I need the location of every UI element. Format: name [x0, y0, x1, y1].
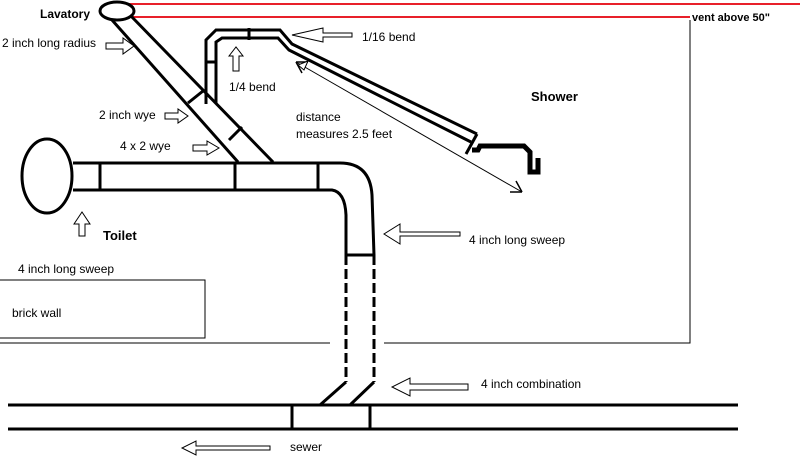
lavatory-drain-pipe-outer-2 [128, 13, 275, 164]
distance-measure-line [295, 61, 523, 193]
arrow-four-by-two-wye [192, 140, 220, 156]
arrow-distance [297, 60, 309, 71]
shower-trap [472, 143, 541, 175]
distance-label-line1: distance [296, 110, 341, 124]
arrow-toilet [73, 211, 91, 237]
quarter-bend-label: 1/4 bend [229, 80, 276, 94]
toilet-label: Toilet [103, 228, 137, 243]
lower-wye-joint [227, 125, 244, 142]
arrow-four-inch-combination [390, 377, 469, 397]
two-inch-wye-label: 2 inch wye [99, 108, 156, 122]
brick-wall-label: brick wall [12, 306, 62, 320]
wall-outline [384, 20, 691, 344]
vent-label: vent above 50" [692, 12, 770, 24]
four-by-two-wye-label: 4 x 2 wye [120, 139, 171, 153]
arrow-quarter-bend [227, 46, 245, 72]
distance-arrow-end [510, 180, 523, 193]
shower-arm-top [249, 28, 478, 136]
toilet-fixture [20, 137, 74, 215]
four-inch-long-sweep-right-label: 4 inch long sweep [469, 233, 566, 247]
arrow-sixteenth-bend [291, 27, 353, 43]
four-inch-combination-label: 4 inch combination [481, 377, 582, 391]
vent-riser-right [214, 36, 249, 104]
shower-arm-joint [464, 133, 479, 155]
long-sweep-outer [318, 161, 376, 256]
shower-label: Shower [531, 89, 578, 104]
long-sweep-inner [318, 188, 348, 255]
arrow-four-inch-long-sweep [383, 223, 461, 245]
two-inch-long-radius-label: 2 inch long radius [2, 36, 97, 50]
brick-wall-box [0, 279, 206, 339]
arrow-two-inch-wye [164, 108, 189, 124]
lavatory-label: Lavatory [40, 7, 91, 21]
combination-fitting [319, 380, 376, 407]
lavatory-fixture [98, 0, 136, 22]
arrow-two-inch-long-radius [105, 37, 135, 55]
sixteenth-bend-label: 1/16 bend [362, 30, 416, 44]
two-inch-wye-joint [187, 89, 204, 105]
lavatory-drain-pipe-outer-1 [110, 19, 240, 163]
distance-label-line2: measures 2.5 feet [296, 127, 393, 141]
sewer-label: sewer [290, 440, 323, 454]
shower-arm-bottom [249, 36, 472, 144]
vent-riser-left [204, 28, 249, 104]
sewer-arrow [180, 440, 271, 456]
four-inch-long-sweep-left-label: 4 inch long sweep [18, 262, 115, 276]
